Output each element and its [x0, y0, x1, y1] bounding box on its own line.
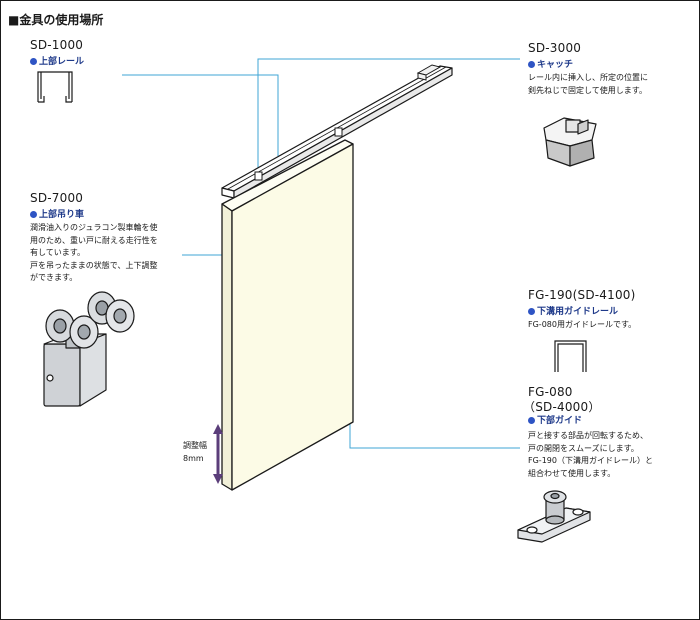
rail-profile-icon — [37, 71, 73, 103]
sd7000-desc-line: 有しています。 — [30, 248, 85, 257]
page-title: ■金具の使用場所 — [8, 13, 104, 27]
fg080-name: 下部ガイド — [537, 416, 583, 426]
hanger-stubs — [254, 127, 343, 181]
sd3000-desc-line: レール内に挿入し、所定の位置に — [528, 73, 648, 82]
adjust-label: 調整幅 8mm — [183, 440, 207, 465]
adjust-label-line: 調整幅 — [183, 441, 207, 450]
sd3000-model: SD-3000 — [528, 41, 582, 55]
leader-sd3000 — [257, 58, 520, 172]
fg190-name: 下溝用ガイドレール — [537, 307, 619, 317]
catch-icon — [543, 117, 597, 167]
fg190-model: FG-190(SD-4100) — [528, 288, 636, 302]
fg080-desc: 戸と接する部品が回転するため、 戸の開閉をスムーズにします。 FG-190（下溝… — [528, 430, 653, 480]
leader-fg080 — [349, 420, 520, 449]
sd7000-name: 上部吊り車 — [39, 210, 85, 220]
floor-guide-icon — [517, 490, 591, 543]
leader-sd1000 — [122, 74, 279, 156]
fg080-model-alt: （SD-4000） — [523, 400, 601, 414]
adjust-arrow — [213, 424, 223, 484]
sd1000-part-label: 上部レール — [30, 54, 84, 67]
sd7000-desc-line: 潤滑油入りのジュラコン製車輪を使 — [30, 223, 158, 232]
sd1000-name: 上部レール — [39, 57, 85, 67]
door-panel — [221, 139, 354, 491]
sd1000-model: SD-1000 — [30, 38, 84, 52]
sd3000-part-label: キャッチ — [528, 57, 573, 70]
bullet-icon — [528, 416, 535, 424]
fg080-desc-line: FG-190（下溝用ガイドレール）と — [528, 456, 653, 465]
sd3000-desc: レール内に挿入し、所定の位置に 剣先ねじで固定して使用します。 — [528, 72, 648, 97]
fg080-desc-line: 戸の開閉をスムーズにします。 — [528, 443, 639, 453]
bullet-icon — [30, 210, 37, 218]
fg080-part-label: 下部ガイド — [528, 413, 582, 426]
bullet-icon — [528, 60, 535, 68]
sd3000-name: キャッチ — [537, 60, 574, 70]
bullet-icon — [30, 57, 37, 65]
guide-rail-profile-icon — [554, 340, 587, 372]
fg080-model: FG-080 — [528, 385, 573, 399]
fg190-desc-line: FG-080用ガイドレールです。 — [528, 320, 637, 329]
catch-in-rail — [416, 64, 442, 81]
fg080-desc-line: 組合わせて使用します。 — [528, 468, 616, 478]
sd7000-part-label: 上部吊り車 — [30, 207, 84, 220]
hanger-roller-icon — [43, 291, 135, 407]
bullet-icon — [528, 307, 535, 315]
fg080-desc-line: 戸と接する部品が回転するため、 — [528, 431, 648, 440]
sd7000-desc-line: ができます。 — [30, 273, 78, 282]
sd7000-model: SD-7000 — [30, 191, 84, 205]
fg190-desc: FG-080用ガイドレールです。 — [528, 319, 636, 332]
adjust-value: 8mm — [183, 453, 204, 463]
sd7000-desc-line: 戸を吊ったままの状態で、上下調整 — [30, 260, 158, 270]
sd3000-desc-line: 剣先ねじで固定して使用します。 — [528, 85, 647, 95]
sd7000-desc-line: 用のため、重い戸に耐える走行性を — [30, 235, 158, 245]
sd7000-desc: 潤滑油入りのジュラコン製車輪を使 用のため、重い戸に耐える走行性を 有しています… — [30, 222, 158, 285]
fg190-part-label: 下溝用ガイドレール — [528, 304, 618, 317]
